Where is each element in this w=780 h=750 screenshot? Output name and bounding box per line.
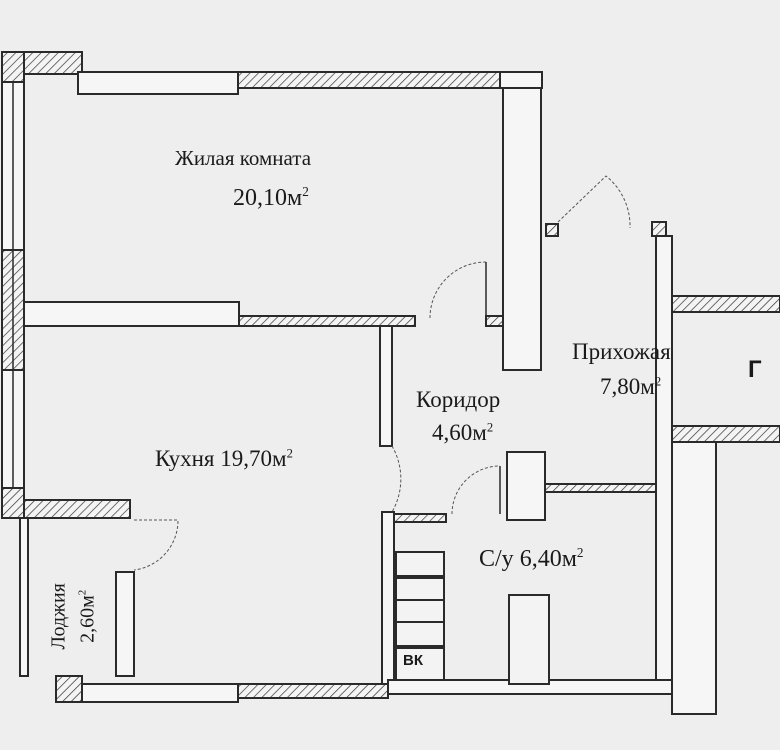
hallway-area: 7,80м2 [600,374,662,399]
vent-label: ВК [403,652,423,669]
bottom-wall [55,675,673,703]
left-wall [1,51,25,519]
corridor-label: Коридор [416,387,501,412]
kitchen-corridor-wall [379,325,395,685]
doors [133,175,631,571]
top-wall [23,51,543,95]
bathroom-walls [393,451,658,523]
bathroom-fixtures [395,551,550,685]
living-room-area: 20,10м2 [233,184,309,211]
apartment-letter: Г [748,356,762,383]
living-room-label: Жилая комната [175,146,312,170]
living-right-wall [502,87,542,371]
loggia-walls [19,499,135,677]
loggia-label: Лоджия 2,60м2 [47,583,99,650]
kitchen-label: Кухня 19,70м2 [155,446,293,471]
hallway-right-wall [545,221,780,715]
living-kitchen-wall [23,301,504,327]
bathroom-label: С/у 6,40м2 [479,545,584,572]
hallway-label: Прихожая [572,339,671,364]
corridor-area: 4,60м2 [432,420,494,445]
